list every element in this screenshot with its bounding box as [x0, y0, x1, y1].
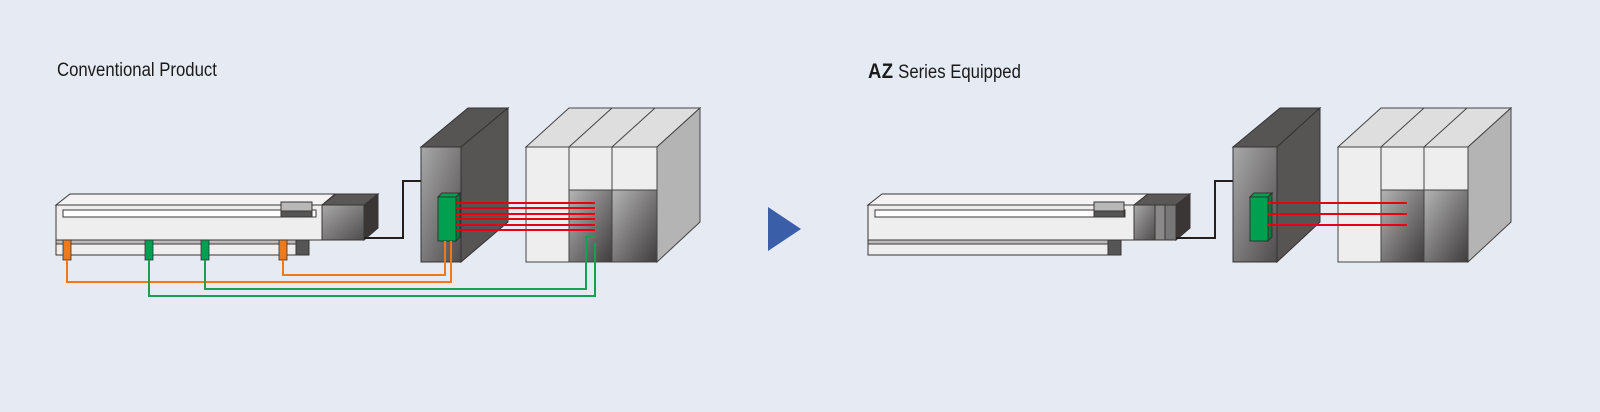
az-plc-unit [1336, 106, 1513, 264]
plc-unit [524, 106, 702, 264]
sensor-wires [66, 236, 596, 297]
conventional-product-title: Conventional Product [57, 60, 217, 81]
az-series-title: AZ Series Equipped [868, 60, 1021, 84]
az-motor-cable [1176, 180, 1243, 239]
az-brand: AZ [868, 60, 894, 83]
conventional-actuator [54, 192, 380, 256]
play-triangle-icon [768, 207, 801, 251]
az-title-rest: Series Equipped [893, 62, 1021, 83]
signal-lines-conventional [456, 202, 595, 231]
az-actuator [866, 192, 1192, 256]
signal-lines-az [1268, 202, 1407, 226]
az-driver-unit [1231, 106, 1322, 264]
driver-unit [419, 106, 510, 264]
